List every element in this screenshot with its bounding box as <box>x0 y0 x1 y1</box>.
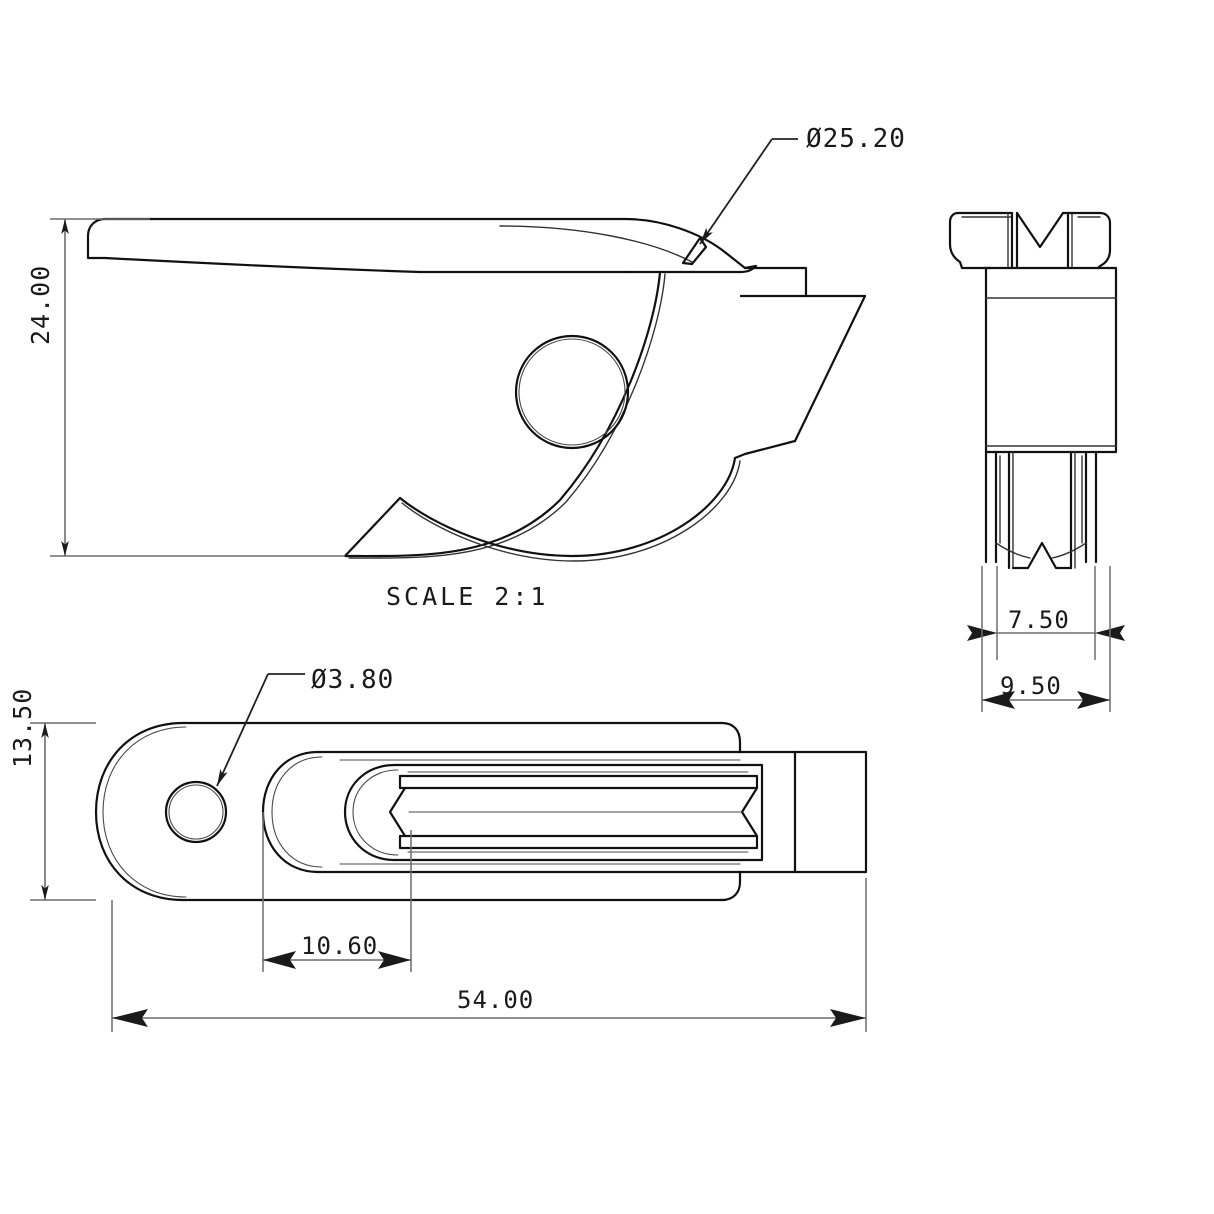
dim-dia-pin-hole-leader <box>216 673 305 787</box>
dim-label-groove-width: 7.50 <box>1008 606 1070 634</box>
dim-slot-position <box>262 812 412 972</box>
dim-label-dia-pin-hole: Ø3.80 <box>311 665 395 695</box>
dim-label-body-width: 9.50 <box>1000 672 1062 700</box>
dim-dia-sheave-leader <box>699 138 798 245</box>
dim-body-width <box>981 566 1111 712</box>
dim-label-length-overall: 54.00 <box>457 986 535 1014</box>
dim-label-plan-height: 13.50 <box>8 687 37 768</box>
dim-length-overall <box>111 878 867 1032</box>
dim-height-overall <box>50 218 345 557</box>
end-view-geometry <box>948 211 1118 570</box>
dim-plan-height <box>30 722 96 901</box>
dim-label-dia-sheave: Ø25.20 <box>806 124 906 154</box>
front-view-geometry <box>86 217 867 562</box>
dim-label-slot-position: 10.60 <box>301 932 379 960</box>
scale-note: SCALE 2:1 <box>386 582 549 611</box>
dim-label-height-overall: 24.00 <box>26 264 55 345</box>
plan-view-geometry <box>94 721 868 902</box>
